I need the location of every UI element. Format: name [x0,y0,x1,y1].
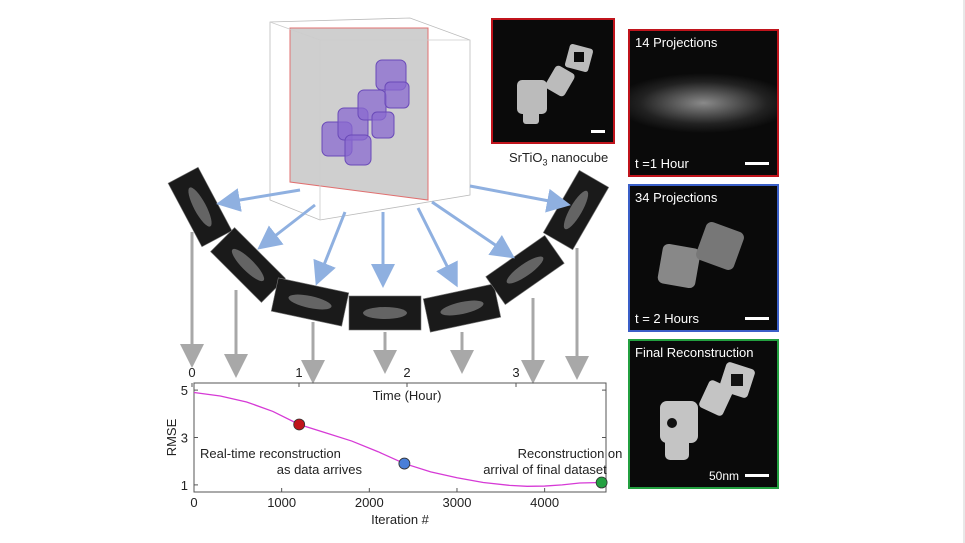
rmse-marker [595,476,608,489]
panel-time: t = 2 Hours [635,311,699,326]
panel-title: 34 Projections [635,190,718,205]
tilt-projection [270,277,350,327]
tilt-projection [542,169,610,251]
inset-nanocube [491,18,615,144]
rmse-marker [293,418,306,431]
chart-annotation: arrival of final dataset [483,462,607,477]
tilt-projection [167,166,233,248]
caption-sub: 3 [542,157,548,168]
projection-signal [188,187,212,227]
projection-signal [288,294,332,310]
nanocube-render [321,59,410,166]
y-axis-label: RMSE [164,418,179,456]
box-outline [269,17,471,221]
top-axis-label: Time (Hour) [373,388,442,403]
scale-bar [745,474,769,477]
y-tick-label: 3 [181,431,188,446]
tilt-projection [210,227,286,303]
projection-arrow [216,188,301,212]
scale-label: 50nm [708,469,739,483]
projection-arrow [313,211,347,286]
projection-signal [563,190,589,230]
projection-signal [363,307,407,319]
panel-14-projections: 14 Projections t =1 Hour [628,29,779,177]
panel-title: Final Reconstruction [635,345,754,360]
scale-bar [745,162,769,165]
rmse-line [193,391,602,487]
tilt-projection [348,295,422,331]
reconstruction-image [657,222,744,289]
top-tick-label: 2 [403,365,410,380]
projection-arrow [431,200,515,259]
x-axis-label: Iteration # [371,512,430,527]
x-tick-label: 2000 [355,495,384,510]
top-tick-label: 0 [188,365,195,380]
panel-time: t =1 Hour [635,156,689,171]
tilt-projection [422,283,502,333]
x-tick-label: 1000 [267,495,296,510]
caption-main: SrTiO [509,150,543,165]
chart-annotation: Reconstruction on [518,446,623,461]
rmse-marker [398,457,411,470]
panel-34-projections: 34 Projections t = 2 Hours [628,184,779,332]
panel-final-reconstruction: Final Reconstruction 50nm [628,339,779,489]
x-tick-label: 3000 [443,495,472,510]
reconstruction-image [660,362,755,460]
projection-arrow [257,203,316,250]
inset-caption: SrTiO3 nanocube [509,150,608,168]
projection-arrow [416,207,458,288]
x-tick-label: 4000 [530,495,559,510]
chart-annotation: Real-time reconstruction [200,446,341,461]
page-edge [963,0,965,543]
panel-title: 14 Projections [635,35,718,50]
y-tick-label: 5 [181,383,188,398]
tilt-projection [485,235,565,305]
projection-arrow [469,184,571,213]
caption-rest: nanocube [547,150,609,165]
projection-signal [506,256,544,284]
x-tick-label: 0 [190,495,197,510]
scale-bar [745,317,769,320]
projection-signal [231,248,265,282]
top-tick-label: 3 [512,365,519,380]
chart-annotation: as data arrives [277,462,363,477]
projection-signal [440,300,484,316]
volume-box [269,17,471,221]
y-tick-label: 1 [181,478,188,493]
top-tick-label: 1 [295,365,302,380]
nanocube-slice-image [517,43,605,133]
